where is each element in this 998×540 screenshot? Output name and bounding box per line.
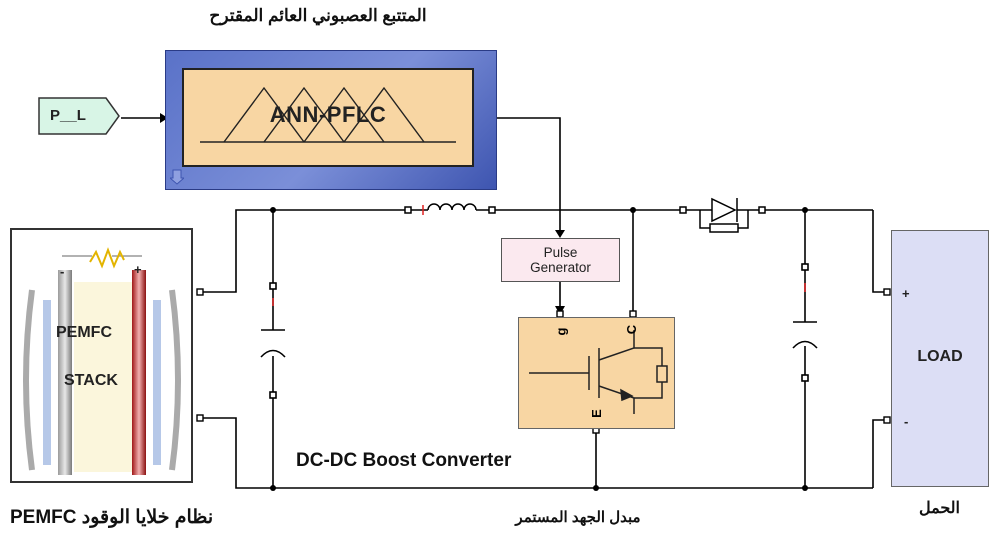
- subsystem-arrow-icon: [170, 169, 184, 185]
- stack-minus-label: -: [60, 264, 65, 279]
- igbt-emitter-label: E: [588, 409, 604, 418]
- load-plus-label: +: [902, 286, 910, 301]
- fuel-cell-system-caption: نظام خلايا الوقود PEMFC: [10, 507, 214, 528]
- input-tag-p-l[interactable]: [38, 97, 120, 135]
- load-minus-label: -: [904, 414, 909, 429]
- pulse-generator-label-2: Generator: [530, 260, 591, 275]
- fuzzy-membership-icon: [200, 86, 456, 143]
- stack-label-1: PEMFC: [56, 324, 112, 341]
- igbt-switch-block[interactable]: g C E: [518, 317, 675, 429]
- ann-pflc-block[interactable]: ANN-PFLC: [182, 68, 474, 167]
- igbt-gate-label: g: [553, 327, 569, 336]
- pulse-generator-label-1: Pulse: [543, 245, 578, 260]
- igbt-collector-label: C: [624, 324, 640, 335]
- pulse-generator-block[interactable]: Pulse Generator: [501, 238, 620, 282]
- ann-title-caption: المتتبع العصبوني العائم المقترح: [209, 6, 427, 25]
- fuel-cell-illustration: [23, 247, 181, 475]
- stack-label-2: STACK: [64, 372, 118, 389]
- load-arabic-caption: الحمل: [918, 500, 960, 517]
- converter-english-caption: DC-DC Boost Converter: [296, 450, 512, 471]
- stack-plus-label: +: [134, 262, 142, 277]
- ann-pflc-label: ANN-PFLC: [269, 102, 387, 127]
- load-block[interactable]: LOAD + -: [891, 230, 989, 487]
- ann-pflc-subsystem[interactable]: ANN-PFLC: [165, 50, 497, 190]
- pemfc-stack-block[interactable]: - + PEMFC STACK: [10, 228, 193, 483]
- converter-arabic-caption: مبدل الجهد المستمر: [515, 509, 641, 526]
- igbt-symbol-icon: [529, 330, 668, 414]
- input-tag-label: P__L: [50, 107, 86, 124]
- load-label: LOAD: [917, 348, 963, 365]
